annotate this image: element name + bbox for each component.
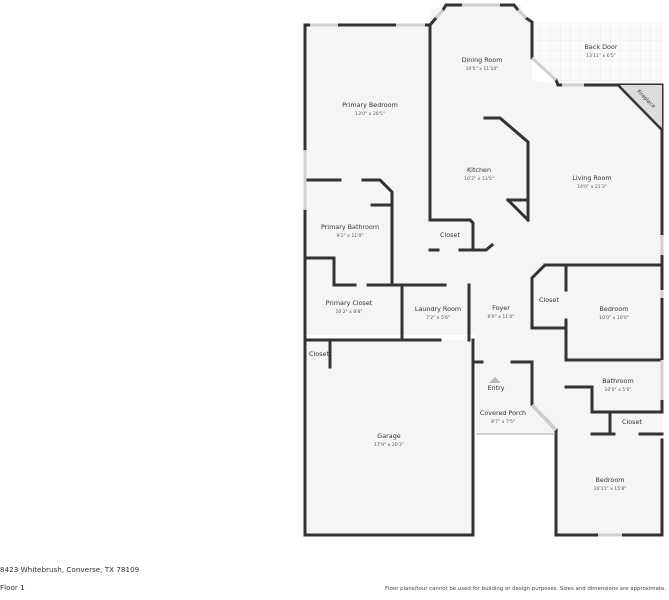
room-label-foyer: Foyer — [492, 304, 510, 312]
room-label-garage-closet: Closet — [309, 350, 329, 358]
room-label-covered-porch: Covered Porch — [480, 409, 526, 417]
room-label-kitchen: Kitchen — [467, 166, 491, 174]
room-label-bedroom-closet: Closet — [539, 296, 559, 304]
room-dims-foyer: 6'0" x 11'0" — [487, 314, 514, 320]
room-label-bathroom: Bathroom — [602, 377, 633, 385]
room-label-primary-bedroom: Primary Bedroom — [342, 101, 398, 109]
entry-arrow-icon — [489, 377, 501, 383]
room-label-primary-closet: Primary Closet — [326, 299, 373, 307]
room-dims-primary-bathroom: 9'2" x 11'0" — [336, 233, 363, 239]
property-address: 8423 Whitebrush, Converse, TX 78109 — [0, 565, 140, 574]
room-label-laundry-room: Laundry Room — [415, 305, 461, 313]
room-dims-living-room: 14'0" x 21'3" — [577, 184, 607, 190]
room-dims-dining-room: 10'5" x 11'10" — [466, 66, 499, 72]
room-dims-garage: 17'9" x 20'3" — [374, 442, 404, 448]
room-label-kitchen-closet: Closet — [440, 231, 460, 239]
room-dims-bedroom-1: 10'0" x 10'0" — [599, 315, 629, 321]
room-dims-covered-porch: 8'7" x 7'5" — [491, 419, 515, 425]
room-label-hall-closet: Closet — [622, 418, 642, 426]
room-dims-bedroom-2: 10'11" x 15'8" — [594, 486, 627, 492]
windows — [303, 3, 664, 537]
disclaimer: Floor plans/tour cannot be used for buil… — [385, 586, 666, 592]
room-label-bedroom-1: Bedroom — [600, 305, 629, 313]
room-dims-laundry-room: 7'2" x 5'6" — [426, 315, 450, 321]
room-label-back-door: Back Door — [585, 43, 618, 51]
room-dims-back-door: 13'11" x 6'5" — [586, 53, 616, 59]
room-dims-kitchen: 10'2" x 13'5" — [464, 176, 494, 182]
floor-label: Floor 1 — [0, 583, 25, 592]
room-dims-primary-closet: 10'2" x 8'8" — [335, 309, 362, 315]
room-label-bedroom-2: Bedroom — [596, 476, 625, 484]
room-label-living-room: Living Room — [572, 174, 611, 182]
room-label-primary-bathroom: Primary Bathroom — [321, 223, 379, 231]
room-label-dining-room: Dining Room — [462, 56, 503, 64]
room-dims-primary-bedroom: 13'0" x 20'5" — [355, 111, 385, 117]
room-label-entry: Entry — [487, 384, 504, 392]
room-dims-bathroom: 10'0" x 5'6" — [604, 387, 631, 393]
floor-fills — [305, 5, 662, 535]
room-label-garage: Garage — [377, 432, 400, 440]
fireplace-hearth — [620, 85, 662, 128]
